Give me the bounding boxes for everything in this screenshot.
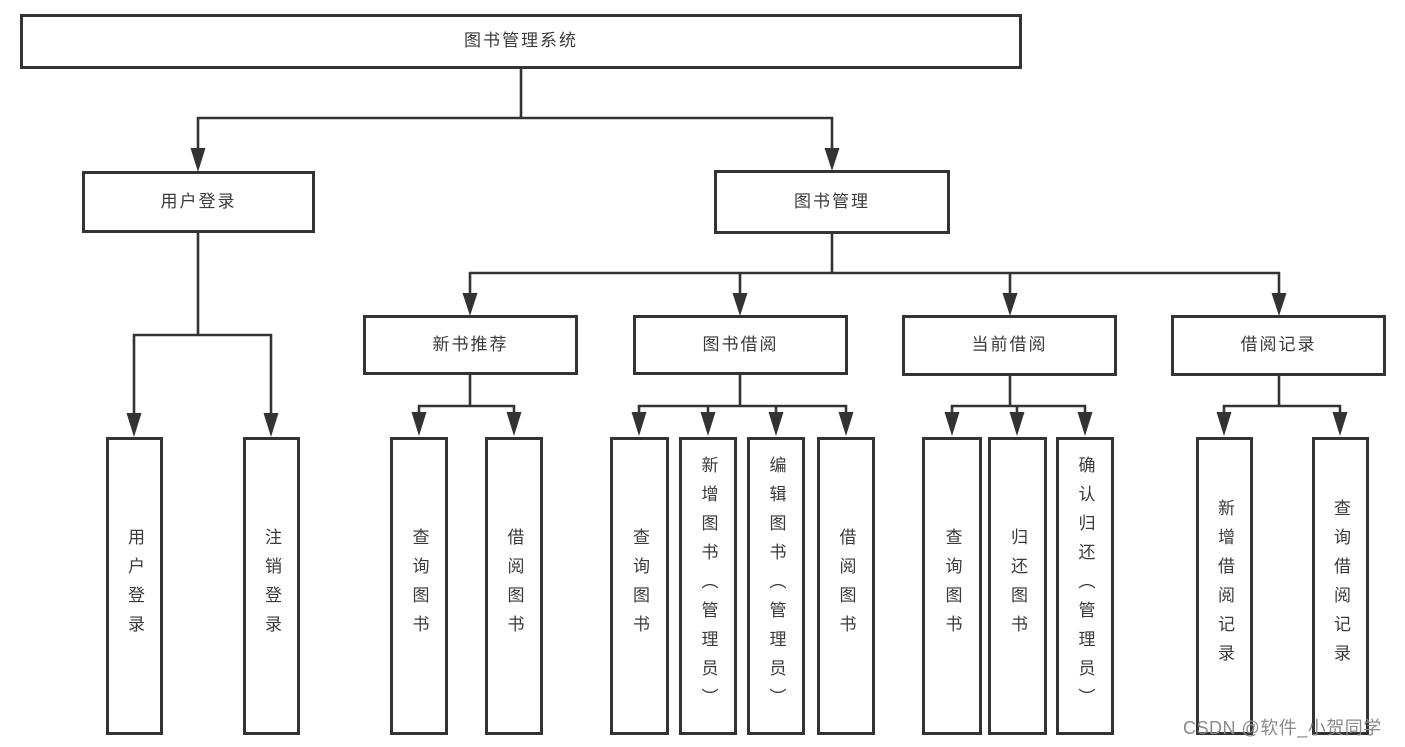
node-leaf-user-login: 用户登录 (106, 437, 163, 735)
arrowhead-icon (824, 148, 840, 171)
node-book-borrow: 图书借阅 (633, 315, 848, 375)
node-label: 借阅图书 (504, 528, 524, 644)
node-label: 查询图书 (942, 528, 962, 644)
node-leaf-edit-book-admin: 编辑图书（管理员） (747, 437, 805, 735)
node-label: 注销登录 (262, 528, 281, 644)
node-leaf-logout: 注销登录 (243, 437, 300, 735)
node-new-book-recommend: 新书推荐 (363, 315, 578, 375)
arrowhead-icon (126, 413, 142, 437)
node-label: 图书管理系统 (464, 31, 578, 51)
node-leaf-query-books-2: 查询图书 (610, 437, 669, 735)
arrowhead-icon (944, 412, 960, 436)
node-label: 查询图书 (630, 528, 649, 644)
node-label: 归还图书 (1008, 528, 1027, 644)
node-label: 用户登录 (125, 528, 144, 644)
arrowhead-icon (263, 413, 279, 437)
arrowhead-icon (1332, 412, 1348, 436)
node-leaf-confirm-return-admin: 确认归还（管理员） (1056, 437, 1114, 735)
node-label: 图书借阅 (702, 334, 779, 354)
node-label: 借阅记录 (1240, 335, 1317, 355)
node-borrow-record: 借阅记录 (1171, 315, 1386, 376)
arrowhead-icon (506, 412, 522, 436)
node-label: 新增借阅记录 (1215, 499, 1234, 673)
node-leaf-add-borrow-record: 新增借阅记录 (1196, 437, 1253, 735)
node-label: 查询借阅记录 (1331, 499, 1350, 673)
node-label: 新书推荐 (432, 334, 509, 354)
node-leaf-return-book: 归还图书 (988, 437, 1047, 735)
node-leaf-borrow-books-2: 借阅图书 (817, 437, 875, 735)
node-root: 图书管理系统 (20, 14, 1022, 69)
node-label: 用户登录 (160, 191, 237, 211)
node-leaf-query-books-3: 查询图书 (922, 437, 982, 735)
arrowhead-icon (838, 412, 854, 436)
node-label: 确认归还（管理员） (1075, 455, 1095, 717)
arrowhead-icon (1002, 293, 1018, 316)
node-label: 当前借阅 (971, 335, 1048, 355)
arrowhead-icon (768, 412, 784, 436)
node-label: 借阅图书 (836, 528, 856, 644)
node-label: 查询图书 (409, 528, 429, 644)
node-label: 图书管理 (794, 191, 870, 211)
node-leaf-borrow-books-1: 借阅图书 (485, 437, 543, 735)
arrowhead-icon (732, 293, 748, 316)
node-book-management: 图书管理 (714, 170, 950, 234)
node-leaf-query-books-1: 查询图书 (390, 437, 448, 735)
arrowhead-icon (1077, 412, 1093, 436)
node-leaf-add-book-admin: 新增图书（管理员） (679, 437, 737, 735)
arrowhead-icon (462, 293, 478, 316)
node-label: 新增图书（管理员） (698, 455, 718, 717)
arrowhead-icon (190, 148, 206, 172)
arrowhead-icon (631, 412, 647, 436)
node-user-login: 用户登录 (82, 171, 315, 233)
arrowhead-icon (700, 412, 716, 436)
arrowhead-icon (1271, 293, 1287, 316)
node-current-borrow: 当前借阅 (902, 315, 1117, 376)
node-label: 编辑图书（管理员） (766, 455, 786, 717)
arrowhead-icon (1009, 412, 1025, 436)
watermark: CSDN @软件_小贺同学 (1183, 718, 1382, 738)
arrowhead-icon (1216, 412, 1232, 436)
node-leaf-query-borrow-record: 查询借阅记录 (1312, 437, 1369, 735)
arrowhead-icon (411, 412, 427, 436)
